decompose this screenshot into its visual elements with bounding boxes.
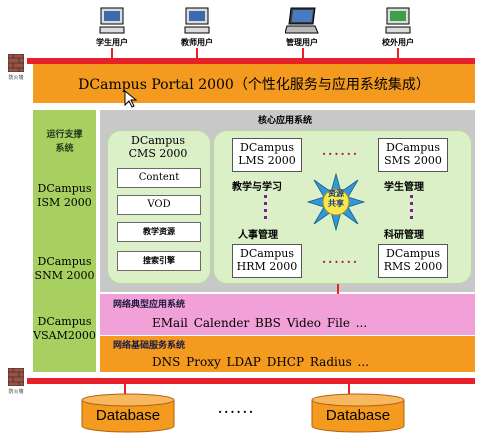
connector-line	[196, 48, 198, 58]
network-base-items: DNS Proxy LDAP DHCP Radius ...	[152, 355, 369, 369]
ism-line2: ISM 2000	[37, 196, 92, 209]
dots-bottom: ......	[322, 252, 360, 266]
snm-line2: SNM 2000	[34, 269, 95, 282]
network-base-title: 网络基础服务系统	[113, 341, 186, 351]
database-right-label: Database	[326, 407, 390, 424]
user-teacher: 教师用户	[167, 6, 227, 48]
connector-line	[397, 48, 399, 58]
user-label: 管理用户	[286, 38, 318, 47]
connector-line	[302, 48, 304, 58]
lms-box: DCampus LMS 2000	[232, 138, 302, 172]
ism-label: DCampus ISM 2000	[33, 182, 96, 210]
lms-line2: LMS 2000	[238, 154, 296, 167]
cursor-icon	[124, 90, 138, 108]
connector-line	[348, 384, 350, 394]
sms-caption: 学生管理	[384, 182, 424, 193]
cms-item-content: Content	[117, 168, 201, 188]
connector-line	[337, 284, 339, 294]
rms-caption: 科研管理	[384, 230, 424, 241]
firewall-label: 防火墙	[8, 389, 24, 395]
sms-line1: DCampus	[386, 141, 440, 154]
hrm-box: DCampus HRM 2000	[232, 244, 302, 278]
cms-title: DCampus CMS 2000	[107, 134, 209, 160]
database-right: Database	[311, 393, 405, 433]
sms-line2: SMS 2000	[384, 154, 442, 167]
cms-item-vod: VOD	[117, 195, 201, 215]
top-network-bar	[27, 58, 475, 64]
core-title: 核心应用系统	[257, 116, 312, 126]
user-label: 学生用户	[96, 38, 128, 47]
dots-top: ......	[322, 144, 360, 158]
support-title-line2: 系统	[55, 144, 74, 154]
network-apps-title: 网络典型应用系统	[113, 300, 186, 310]
lms-caption: 教学与学习	[232, 182, 282, 193]
connector-line	[111, 48, 113, 58]
user-external: 校外用户	[368, 6, 428, 48]
lms-line1: DCampus	[240, 141, 294, 154]
snm-line1: DCampus	[37, 255, 92, 268]
cms-item-search-engine: 搜索引擎	[117, 251, 201, 271]
hrm-line2: HRM 2000	[236, 260, 298, 273]
desktop-computer-icon	[184, 7, 210, 34]
desktop-computer-icon	[385, 7, 411, 34]
hub-line2: 共享	[328, 199, 344, 208]
database-dots: ......	[218, 402, 256, 416]
portal-title: DCampus Portal 2000（个性化服务与应用系统集成）	[78, 76, 430, 93]
network-base-panel	[100, 336, 475, 372]
firewall-label: 防火墙	[8, 75, 24, 81]
ism-line1: DCampus	[37, 182, 92, 195]
network-apps-items: EMail Calender BBS Video File ...	[152, 316, 368, 330]
hrm-line1: DCampus	[240, 247, 294, 260]
cms-line1: DCampus	[131, 134, 185, 147]
hub-line1: 资源	[328, 189, 344, 198]
bottom-network-bar	[27, 378, 475, 384]
support-title-line1: 运行支撑	[46, 130, 83, 140]
dots-vertical-right	[410, 195, 413, 223]
cms-item-teaching-resources: 教学资源	[117, 222, 201, 242]
support-title: 运行支撑 系统	[33, 128, 96, 156]
top-firewall: 防火墙	[6, 53, 26, 81]
database-left-label: Database	[96, 407, 160, 424]
user-label: 教师用户	[181, 38, 213, 47]
rms-line1: DCampus	[386, 247, 440, 260]
vsam-label: DCampus VSAM2000	[33, 315, 96, 343]
portal-bar: DCampus Portal 2000（个性化服务与应用系统集成）	[33, 64, 475, 103]
hub-label: 资源 共享	[318, 189, 354, 209]
connector-line	[124, 384, 126, 394]
cms-line2: CMS 2000	[128, 147, 188, 160]
database-left: Database	[81, 393, 175, 433]
resource-sharing-hub-icon	[306, 172, 366, 232]
rms-line2: RMS 2000	[383, 260, 443, 273]
firewall-icon	[7, 53, 25, 73]
user-label: 校外用户	[382, 38, 414, 47]
hrm-caption: 人事管理	[238, 230, 278, 241]
sms-box: DCampus SMS 2000	[378, 138, 448, 172]
snm-label: DCampus SNM 2000	[33, 255, 96, 283]
laptop-icon	[285, 7, 319, 34]
dots-vertical-left	[264, 195, 267, 223]
firewall-icon	[7, 367, 25, 387]
network-apps-panel	[100, 294, 475, 335]
user-admin: 管理用户	[272, 6, 332, 48]
vsam-line2: VSAM2000	[33, 329, 96, 342]
vsam-line1: DCampus	[37, 315, 92, 328]
rms-box: DCampus RMS 2000	[378, 244, 448, 278]
support-systems-column: 运行支撑 系统 DCampus ISM 2000 DCampus SNM 200…	[33, 110, 96, 372]
user-student: 学生用户	[82, 6, 142, 48]
desktop-computer-icon	[99, 7, 125, 34]
bottom-firewall: 防火墙	[6, 367, 26, 395]
